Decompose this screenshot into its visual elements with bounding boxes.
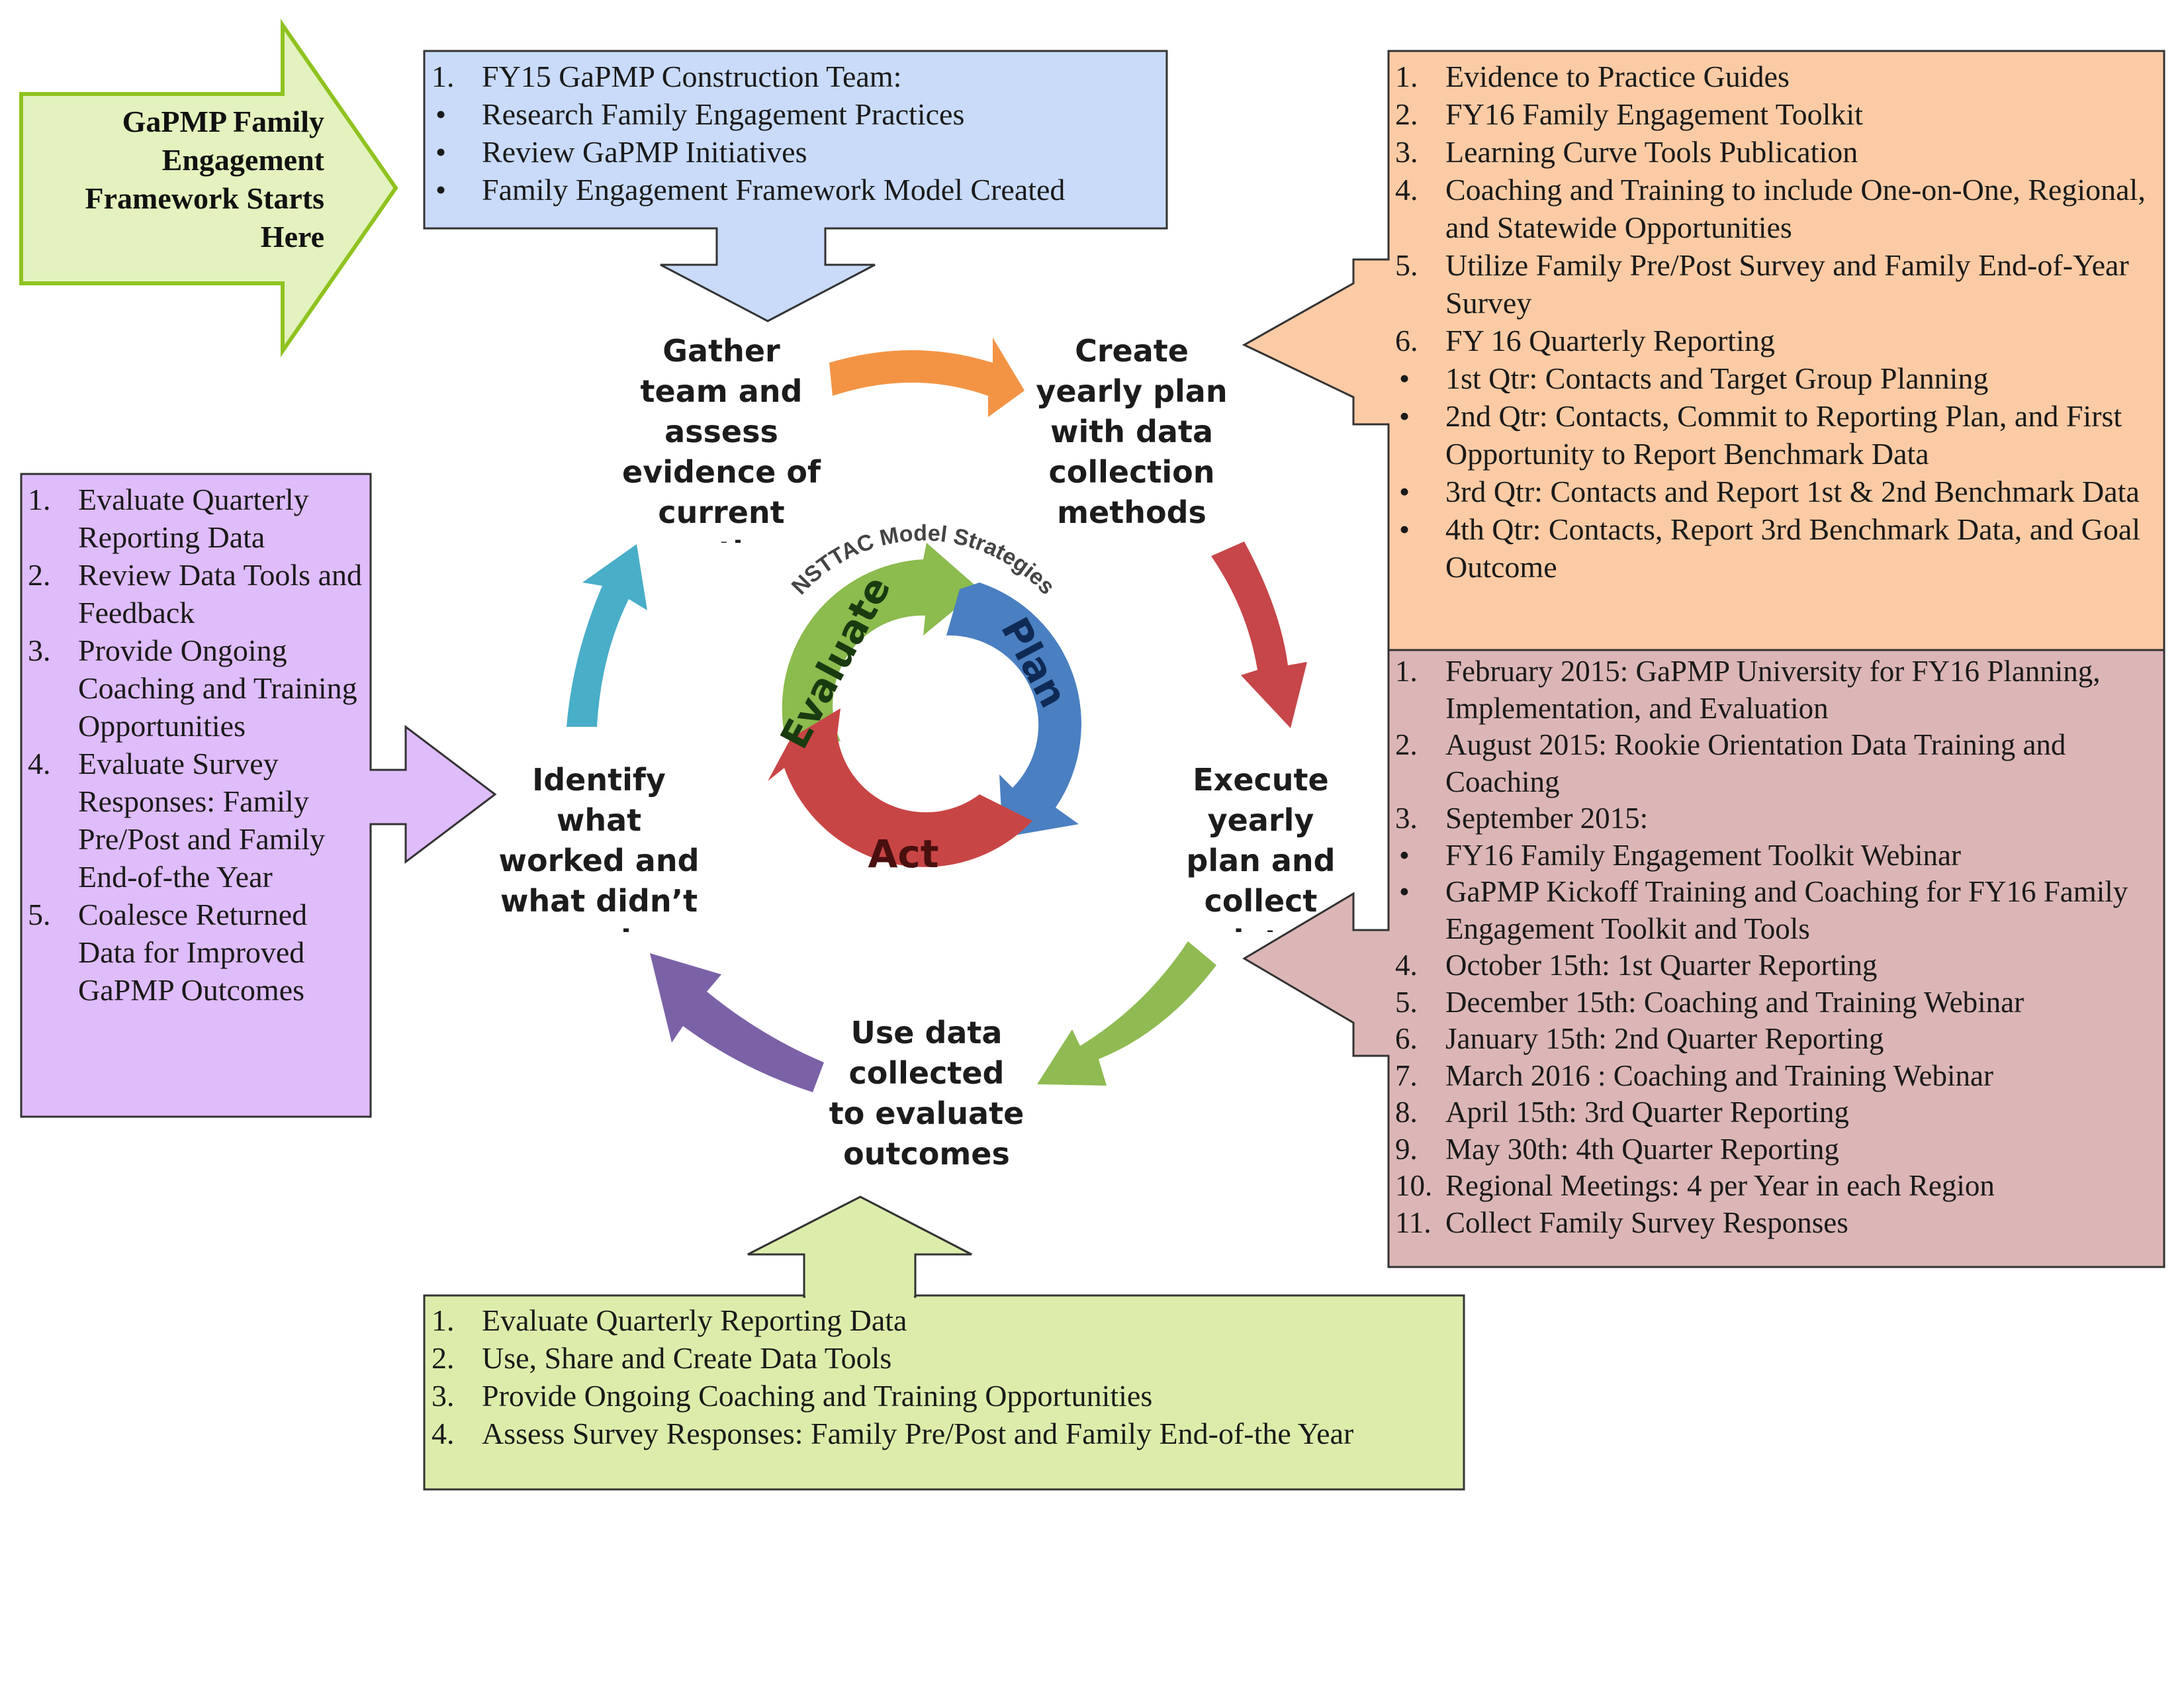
orange-box-item: Coaching and Training to include One-on-…	[1395, 171, 2163, 246]
orange-box-item: Evidence to Practice Guides	[1395, 58, 2163, 95]
pink-box-item: September 2015:	[1395, 800, 2163, 837]
top-box-item: Family Engagement Framework Model Create…	[432, 171, 1160, 209]
orange-box-item: 3rd Qtr: Contacts and Report 1st & 2nd B…	[1395, 473, 2163, 510]
arrow-identify-to-gather	[567, 544, 647, 727]
pink-box-item: March 2016 : Coaching and Training Webin…	[1395, 1058, 2163, 1095]
arrow-create-to-execute	[1211, 541, 1307, 728]
orange-box-item: Utilize Family Pre/Post Survey and Famil…	[1395, 246, 2163, 322]
pink-box-item: April 15th: 3rd Quarter Reporting	[1395, 1094, 2163, 1131]
start-label: GaPMP Family Engagement Framework Starts…	[85, 105, 324, 254]
arrow-gather-to-create	[829, 338, 1024, 417]
green-box-item: Evaluate Quarterly Reporting Data	[432, 1301, 1457, 1339]
top-box-item: FY15 GaPMP Construction Team:	[432, 58, 1160, 95]
stage-identify: Identify what worked and what didn’t wor…	[498, 762, 700, 932]
strategy-ring: NSTTAC Model Strategies Evaluate Plan Ac…	[768, 520, 1081, 876]
pink-callout-list: February 2015: GaPMP University for FY16…	[1395, 653, 2163, 1241]
pink-box-item: May 30th: 4th Quarter Reporting	[1395, 1131, 2163, 1168]
start-arrow-shape	[19, 19, 398, 357]
pink-box-item: October 15th: 1st Quarter Reporting	[1395, 947, 2163, 984]
stage-use: Use data collected to evaluate outcomes	[829, 1015, 1024, 1172]
orange-box-item: FY 16 Quarterly Reporting	[1395, 322, 2163, 359]
green-box-item: Use, Share and Create Data Tools	[432, 1339, 1457, 1377]
orange-box-item: Learning Curve Tools Publication	[1395, 133, 2163, 171]
stage-execute: Execute yearly plan and collect data	[1186, 762, 1336, 932]
purple-box-item: Review Data Tools and Feedback	[28, 556, 372, 632]
top-box-item: Review GaPMP Initiatives	[432, 133, 1160, 171]
stage-gather: Gather team and assess evidence of curre…	[622, 333, 821, 543]
ring-segment-act	[768, 708, 1032, 867]
orange-callout-list: Evidence to Practice GuidesFY16 Family E…	[1395, 58, 2163, 586]
ring-segment-evaluate	[782, 543, 979, 741]
arrow-execute-to-use	[1037, 941, 1216, 1086]
pink-box-item: August 2015: Rookie Orientation Data Tra…	[1395, 727, 2163, 800]
green-box-item: Assess Survey Responses: Family Pre/Post…	[432, 1415, 1457, 1452]
arrow-use-to-identify	[650, 953, 824, 1092]
pink-box-item: Regional Meetings: 4 per Year in each Re…	[1395, 1168, 2163, 1205]
purple-box-item: Coalesce Returned Data for Improved GaPM…	[28, 896, 372, 1009]
ring-segment-plan	[946, 583, 1081, 837]
top-box-item: Research Family Engagement Practices	[432, 95, 1160, 133]
pink-box-item: February 2015: GaPMP University for FY16…	[1395, 653, 2163, 727]
orange-box-item: 4th Qtr: Contacts, Report 3rd Benchmark …	[1395, 510, 2163, 586]
purple-box-item: Evaluate Survey Responses: Family Pre/Po…	[28, 745, 372, 896]
green-box-item: Provide Ongoing Coaching and Training Op…	[432, 1377, 1457, 1415]
orange-box-item: FY16 Family Engagement Toolkit	[1395, 95, 2163, 133]
bottom-callout-pointer	[747, 1196, 972, 1298]
orange-box-item: 2nd Qtr: Contacts, Commit to Reporting P…	[1395, 397, 2163, 473]
purple-box-item: Provide Ongoing Coaching and Training Op…	[28, 632, 372, 745]
purple-box-item: Evaluate Quarterly Reporting Data	[28, 481, 372, 556]
pink-box-item: January 15th: 2nd Quarter Reporting	[1395, 1021, 2163, 1058]
purple-callout-list: Evaluate Quarterly Reporting DataReview …	[28, 481, 372, 1009]
top-callout-list: FY15 GaPMP Construction Team:Research Fa…	[432, 58, 1160, 209]
pink-box-item: FY16 Family Engagement Toolkit Webinar	[1395, 837, 2163, 874]
pink-box-item: December 15th: Coaching and Training Web…	[1395, 984, 2163, 1021]
pink-box-item: Collect Family Survey Responses	[1395, 1205, 2163, 1242]
pink-box-item: GaPMP Kickoff Training and Coaching for …	[1395, 874, 2163, 947]
ring-label-act: Act	[868, 831, 939, 876]
orange-box-item: 1st Qtr: Contacts and Target Group Plann…	[1395, 359, 2163, 397]
stage-create: Create yearly plan with data collection …	[1036, 333, 1228, 530]
bottom-callout-list: Evaluate Quarterly Reporting DataUse, Sh…	[432, 1301, 1457, 1452]
